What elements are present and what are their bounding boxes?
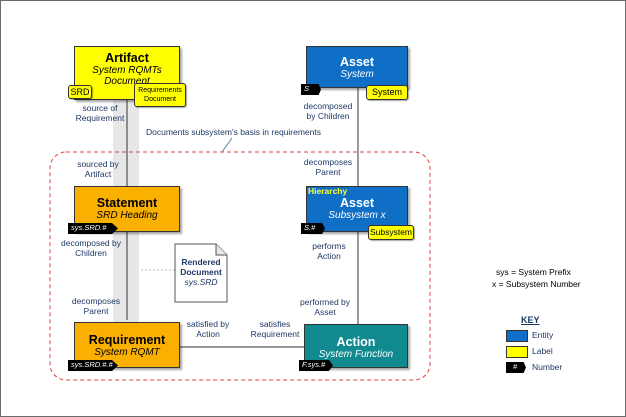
subsystem-label: Subsystem [368, 225, 414, 240]
asset-system-title: Asset [339, 55, 375, 69]
subsystem-boundary [49, 151, 431, 381]
sourced-by-label: sourced by Artifact [77, 159, 119, 179]
document-icon [174, 243, 228, 303]
asset-subsystem-title: Asset [339, 196, 375, 210]
action-title: Action [336, 335, 376, 349]
decomposed-by-label-1: decomposed by Children [303, 101, 353, 121]
artifact-subtitle: System RQMTs Document [92, 65, 162, 87]
requirements-document-label: Requirements Document [134, 83, 186, 107]
artifact-title: Artifact [105, 51, 149, 65]
performed-by-label: performed by Asset [299, 297, 351, 317]
subsystem-basis-callout: Documents subsystem's basis in requireme… [146, 127, 321, 137]
asset-subsystem-number: S.# [301, 223, 325, 234]
key-number-swatch: # [506, 362, 526, 373]
key-number-text: Number [532, 362, 563, 372]
key-entity-swatch [506, 330, 528, 342]
asset-system-entity[interactable]: Asset System [306, 46, 408, 88]
rendered-document-title: Rendered Document [180, 257, 222, 277]
key-label-swatch [506, 346, 528, 358]
asset-system-number: S [301, 84, 321, 95]
subsystem-number-note: x = Subsystem Number [492, 279, 581, 289]
decomposes-label-2: decomposes Parent [71, 296, 121, 316]
action-number: F.sys.# [299, 360, 333, 371]
decomposes-label-1: decomposes Parent [303, 157, 353, 177]
asset-subsystem-entity[interactable]: Asset Subsystem x [306, 186, 408, 232]
statement-number: sys.SRD.# [68, 223, 118, 234]
asset-subsystem-subtitle: Subsystem x [328, 210, 386, 221]
asset-system-subtitle: System [340, 69, 374, 80]
satisfied-by-label: satisfied by Action [186, 319, 230, 339]
rendered-document[interactable]: Rendered Document sys.SRD [176, 257, 226, 287]
sys-prefix-note: sys = System Prefix [496, 267, 571, 277]
source-of-label: source of Requirement [75, 103, 125, 123]
rendered-document-subtitle: sys.SRD [184, 277, 218, 287]
statement-title: Statement [96, 196, 158, 210]
performs-label: performs Action [312, 241, 346, 261]
key-label-text: Label [532, 346, 553, 356]
satisfies-label: satisfies Requirement [250, 319, 300, 339]
callout-pointer [221, 137, 233, 153]
hierarchy-tag: Hierarchy [308, 186, 348, 196]
requirement-number: sys.SRD.#.# [68, 360, 118, 371]
decomposed-by-label-2: decomposed by Children [60, 238, 121, 258]
key-entity-text: Entity [532, 330, 554, 340]
system-label: System [366, 85, 408, 100]
action-subtitle: System Function [318, 349, 394, 360]
statement-subtitle: SRD Heading [96, 210, 158, 221]
requirement-title: Requirement [88, 333, 166, 347]
key-title: KEY [521, 315, 540, 325]
requirement-subtitle: System RQMT [94, 347, 160, 358]
srd-label: SRD [68, 85, 92, 99]
statement-entity[interactable]: Statement SRD Heading [74, 186, 180, 232]
